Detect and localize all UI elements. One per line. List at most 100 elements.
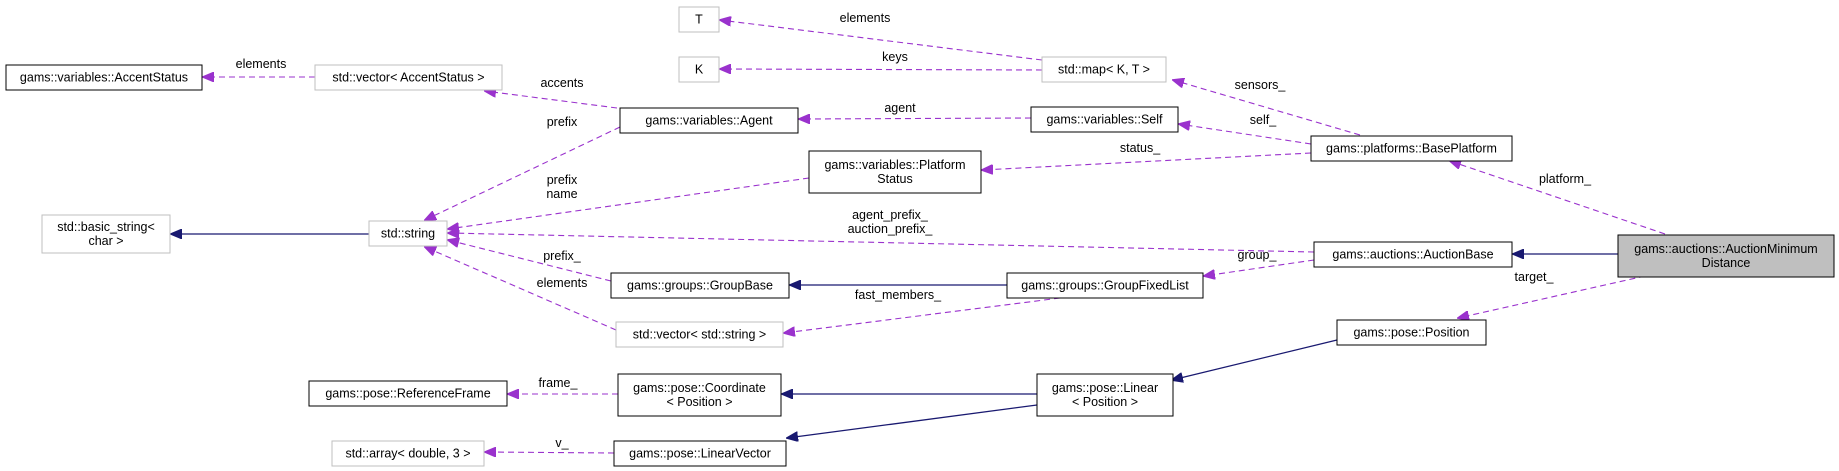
class-node-auction-base[interactable]: gams::auctions::AuctionBase [1313, 241, 1513, 268]
class-node-label-line: gams::variables::Platform [824, 158, 965, 172]
class-node-box [331, 440, 485, 467]
class-node-box [41, 214, 171, 254]
class-node-box [308, 380, 508, 407]
class-node-box [368, 220, 448, 247]
class-node-box [808, 150, 982, 194]
class-node-box [678, 56, 720, 83]
edge-label-line: prefix [547, 115, 578, 129]
edge-label-line: platform_ [1539, 172, 1592, 186]
class-node-reference-frame[interactable]: gams::pose::ReferenceFrame [308, 380, 508, 407]
edge-label-line: keys [882, 50, 908, 64]
edge-label-group: group_ [1238, 248, 1278, 262]
edge-label-agent-prefix-short: prefix [547, 115, 578, 129]
class-node-box [314, 64, 503, 91]
edge-label-line: v_ [555, 436, 569, 450]
class-node-label-line: std::vector< AccentStatus > [332, 71, 484, 85]
class-node-position[interactable]: gams::pose::Position [1336, 319, 1487, 346]
class-node-label: T [695, 13, 703, 27]
usage-edge-prefixname [448, 177, 810, 229]
class-node-box [613, 440, 787, 467]
edge-label-line: self_ [1250, 113, 1277, 127]
class-node-label-line: Distance [1702, 256, 1751, 270]
edge-label-fast-members: fast_members_ [855, 288, 942, 302]
class-node-box [610, 272, 790, 299]
class-node-label-line: gams::pose::ReferenceFrame [325, 387, 490, 401]
usage-edge-status [982, 152, 1312, 170]
class-node-label-line: gams::auctions::AuctionBase [1332, 248, 1493, 262]
class-node-label-line: std::string [381, 227, 435, 241]
class-node-label-line: gams::auctions::AuctionMinimum [1634, 242, 1817, 256]
edge-label-accents: accents [540, 76, 583, 90]
class-node-vector-accent-status: std::vector< AccentStatus > [314, 64, 503, 91]
class-node-label-line: gams::variables::Agent [645, 114, 773, 128]
usage-edge-keys [720, 69, 1043, 70]
class-node-box [1310, 135, 1513, 162]
class-node-label: std::basic_string<char > [57, 220, 155, 248]
class-node-label: K [695, 63, 704, 77]
class-node-label: std::map< K, T > [1058, 63, 1150, 77]
class-node-base-platform[interactable]: gams::platforms::BasePlatform [1310, 135, 1513, 162]
edge-label-keys: keys [882, 50, 908, 64]
class-node-label-line: gams::variables::Self [1046, 113, 1163, 127]
edge-label-line: target_ [1515, 270, 1555, 284]
class-node-label-line: T [695, 13, 703, 27]
class-node-label: gams::pose::Coordinate< Position > [633, 381, 766, 409]
class-node-box [1006, 272, 1204, 299]
class-node-label-line: < Position > [1072, 395, 1138, 409]
class-node-linear-vector[interactable]: gams::pose::LinearVector [613, 440, 787, 467]
class-node-linear-position[interactable]: gams::pose::Linear< Position > [1036, 373, 1174, 417]
class-node-accent-status[interactable]: gams::variables::AccentStatus [5, 64, 203, 91]
class-node-map-k-t: std::map< K, T > [1041, 56, 1167, 83]
edge-label-line: agent_prefix_ [852, 208, 929, 222]
edge-label-target: target_ [1515, 270, 1555, 284]
class-node-group-base[interactable]: gams::groups::GroupBase [610, 272, 790, 299]
usage-edge-target [1458, 275, 1646, 318]
edge-label-self: self_ [1250, 113, 1277, 127]
class-node-box [678, 6, 720, 33]
edge-label-frame: frame_ [539, 376, 579, 390]
edge-label-sensors: sensors_ [1235, 78, 1287, 92]
usage-edge-agent [799, 118, 1032, 119]
class-node-box [619, 107, 799, 134]
usage-edge-agent-str [425, 126, 621, 220]
class-node-variables-self[interactable]: gams::variables::Self [1030, 106, 1179, 133]
class-node-box [1617, 234, 1835, 278]
edge-label-prefix-group: prefix_ [543, 249, 582, 263]
class-node-label: gams::pose::Linear< Position > [1052, 381, 1158, 409]
class-node-box [5, 64, 203, 91]
edge-label-line: elements [537, 276, 588, 290]
class-node-label-line: gams::pose::Position [1353, 326, 1469, 340]
class-node-coordinate-position[interactable]: gams::pose::Coordinate< Position > [617, 373, 782, 417]
edge-label-line: prefix_ [543, 249, 582, 263]
class-node-label: std::string [381, 227, 435, 241]
usage-edge-platform [1450, 161, 1666, 235]
edge-label-line: fast_members_ [855, 288, 942, 302]
class-node-label: std::array< double, 3 > [345, 447, 470, 461]
class-node-group-fixed-list[interactable]: gams::groups::GroupFixedList [1006, 272, 1204, 299]
edge-label-platform: platform_ [1539, 172, 1592, 186]
class-node-label-line: gams::platforms::BasePlatform [1326, 142, 1497, 156]
class-node-label-line: gams::pose::Coordinate [633, 381, 766, 395]
class-node-label: std::vector< AccentStatus > [332, 71, 484, 85]
usage-edge-agentprefix [448, 233, 1315, 253]
edge-label-elements-vector: elements [537, 276, 588, 290]
class-node-basic-string: std::basic_string<char > [41, 214, 171, 254]
class-node-variables-agent[interactable]: gams::variables::Agent [619, 107, 799, 134]
class-node-box [1030, 106, 1179, 133]
edge-label-line: elements [840, 11, 891, 25]
edge-label-line: elements [236, 57, 287, 71]
class-node-box [1036, 373, 1174, 417]
class-node-box [1336, 319, 1487, 346]
edge-label-line: prefix [547, 173, 578, 187]
edge-label-line: status_ [1120, 141, 1161, 155]
class-node-box [1313, 241, 1513, 268]
class-node-label-line: gams::groups::GroupFixedList [1021, 279, 1189, 293]
edge-label-elements-t: elements [840, 11, 891, 25]
edge-label-agent-prefix: agent_prefix_auction_prefix_ [848, 208, 934, 236]
class-node-label: gams::pose::ReferenceFrame [325, 387, 490, 401]
class-node-label-line: Status [877, 172, 912, 186]
